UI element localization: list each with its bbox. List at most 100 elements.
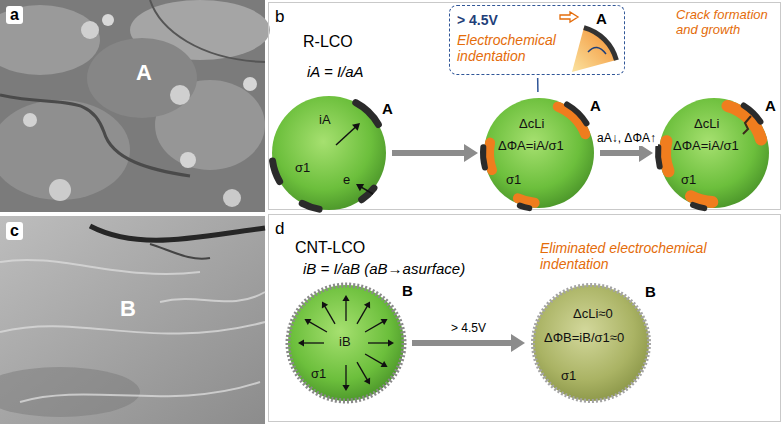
equation: iB = I/aB (aB→asurface) — [303, 260, 465, 277]
current-arrow-head — [388, 339, 394, 346]
conductivity-label: σ1 — [311, 367, 326, 382]
panel-letter: c — [6, 222, 23, 240]
surface-patch — [665, 141, 669, 171]
sem-lump — [180, 152, 196, 168]
surface-patch — [691, 196, 712, 202]
concentration-label: ΔcLi≈0 — [573, 307, 613, 322]
sem-grain — [87, 38, 197, 118]
edge-label: aA↓, ΔΦA↑ — [595, 132, 658, 146]
particle-circle: iB σ1 — [286, 283, 406, 403]
particle-body — [484, 98, 594, 208]
surface-patch — [744, 106, 761, 122]
electron-arrow — [361, 187, 373, 194]
particle-circle: ΔcLiΔΦA=iA/σ1σ1 — [659, 98, 769, 208]
current-arrow — [357, 362, 368, 380]
current-arrow-head — [364, 378, 370, 385]
connector-line — [412, 340, 513, 346]
current-arrow-head — [342, 385, 349, 391]
sem-grain — [155, 80, 265, 170]
surface-patch — [483, 147, 485, 167]
connector — [537, 78, 538, 92]
panel-letter: d — [275, 219, 284, 239]
electron-label: e — [343, 173, 350, 188]
connector — [392, 144, 478, 162]
region-label: A — [590, 97, 601, 114]
sem-lump — [49, 179, 71, 201]
wedge-arrow — [588, 47, 606, 54]
sem-ridge — [20, 382, 260, 402]
sem-shade — [0, 367, 140, 417]
particle-body — [659, 98, 769, 208]
current-arrow — [357, 306, 368, 324]
concentration-label: ΔcLi — [519, 117, 544, 132]
current-arrow — [365, 354, 383, 365]
wedge-surface — [584, 28, 617, 61]
panel-letter: a — [6, 6, 23, 24]
current-arrow — [309, 321, 327, 332]
callout-box: > 4.5V Electrochemical indentation A — [449, 5, 625, 75]
surface-patch — [273, 161, 280, 182]
sem-gap — [0, 95, 190, 176]
panel-title: R-LCO — [303, 33, 353, 51]
crack — [743, 116, 751, 134]
concentration-label: ΔcLi — [694, 117, 719, 132]
sem-grain — [0, 100, 130, 200]
current-arrow-head — [352, 123, 360, 131]
edge-label: > 4.5V — [449, 322, 488, 336]
electron-arrow-head — [356, 184, 364, 191]
current-arrow — [365, 321, 383, 332]
region-label: A — [596, 10, 607, 27]
region-label: B — [402, 282, 413, 299]
surface-patch — [658, 147, 660, 166]
annotation: Eliminated electrochemical indentation — [540, 240, 735, 272]
conductivity-label: σ1 — [506, 173, 521, 188]
region-label: B — [120, 296, 136, 321]
current-arrow-head — [298, 339, 304, 346]
surface-patch — [302, 203, 319, 209]
particle-body — [533, 285, 649, 401]
current-arrow — [368, 342, 389, 343]
current-arrow-head — [364, 301, 370, 308]
arrow-head — [639, 144, 653, 162]
surface-patch — [567, 105, 586, 124]
sem-lump — [243, 77, 257, 91]
sem-ridge — [0, 322, 265, 334]
sem-panel: cB — [0, 216, 265, 424]
surface-patch — [728, 106, 762, 140]
potential-equation: ΔΦB=iB/σ1≈0 — [544, 331, 624, 346]
surface-patch — [356, 103, 379, 125]
sem-ridge — [160, 292, 265, 302]
region-label: B — [645, 283, 656, 300]
current-arrow-head — [381, 319, 388, 325]
voltage-label: > 4.5V — [457, 12, 498, 28]
current-arrow-head — [342, 295, 349, 301]
indentation-wedge — [572, 28, 616, 72]
sem-gap — [150, 0, 265, 62]
potential-equation: ΔΦA=iA/σ1 — [498, 139, 564, 154]
sem-lump — [170, 85, 190, 105]
sem-grain — [0, 5, 100, 75]
connector-line — [600, 150, 641, 156]
panel-letter: b — [275, 7, 284, 27]
annotation: Crack formation and growth — [676, 8, 776, 38]
current-arrow-head — [381, 361, 388, 367]
particle-body — [272, 96, 386, 210]
current-label: iB — [339, 335, 351, 350]
current-arrow — [303, 342, 324, 343]
connector-line — [537, 78, 539, 92]
surface-patch — [693, 205, 704, 208]
callout-title: Electrochemical indentation — [457, 32, 575, 64]
sem-lump — [102, 14, 114, 26]
particle-circle: iAeσ1 — [272, 96, 386, 210]
sem-ridge — [0, 260, 200, 274]
current-arrow — [336, 127, 356, 145]
connector-line — [392, 150, 466, 156]
surface-patch — [489, 143, 492, 170]
sem-crack — [90, 226, 265, 240]
current-label: iA — [319, 113, 331, 128]
potential-equation: ΔΦA=iA/σ1 — [673, 139, 739, 154]
sem-lump — [223, 189, 241, 207]
arrow-head — [464, 144, 478, 162]
connector — [600, 144, 653, 162]
current-arrow-head — [304, 319, 311, 325]
